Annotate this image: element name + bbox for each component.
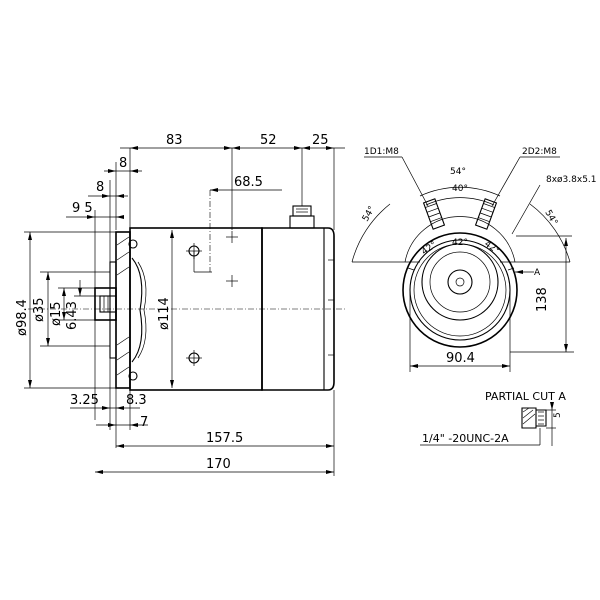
- terminal-2: [474, 198, 498, 230]
- mount-holes-label: 8xø3.8x5.1: [546, 175, 597, 185]
- partial-cut-title: PARTIAL CUT A: [485, 390, 566, 403]
- angle-40: 40°: [452, 184, 468, 194]
- dim-dia-98-4: ø98.4: [15, 299, 30, 336]
- dim-25: 25: [312, 133, 329, 148]
- shaft-end: [447, 269, 473, 295]
- dim-52: 52: [260, 133, 277, 148]
- angle-54-top: 54°: [450, 167, 466, 177]
- dim-7: 7: [140, 415, 148, 430]
- angle-42-a: 42°: [420, 240, 439, 257]
- dim-dia-15: ø15: [49, 302, 64, 327]
- end-view: 1D1:M8 2D2:M8 8xø3.8x5.1 54° 40° 54° 54°…: [351, 147, 597, 372]
- dim-8-3: 8.3: [126, 393, 147, 408]
- terminal-2-label: 2D2:M8: [522, 147, 557, 157]
- angle-54-left: 54°: [361, 205, 378, 224]
- end-cap: [261, 227, 335, 391]
- angle-42-b: 42°: [452, 238, 468, 248]
- section-marker-a: A: [534, 268, 541, 278]
- side-view: ø114 83 52 25 8 68.5 8: [15, 133, 345, 476]
- dim-9-5: 9 5: [72, 201, 93, 216]
- dim-68-5: 68.5: [234, 175, 263, 190]
- partial-cut-thread: 1/4" -20UNC-2A: [422, 432, 509, 445]
- dim-170: 170: [206, 457, 231, 472]
- dim-6-43: 6.43: [65, 301, 80, 330]
- output-shaft: [94, 287, 117, 321]
- angle-54-right: 54°: [542, 209, 559, 228]
- dim-8-top: 8: [119, 156, 127, 171]
- dim-3-25: 3.25: [70, 393, 99, 408]
- dim-dia-35: ø35: [32, 298, 47, 323]
- end-view-outer-circle: [402, 232, 518, 348]
- dim-dia-114: ø114: [157, 297, 172, 330]
- dim-157-5: 157.5: [206, 431, 243, 446]
- terminal-1-label: 1D1:M8: [364, 147, 399, 157]
- partial-cut-a: PARTIAL CUT A 5 1/4" -20UNC-2A: [420, 390, 566, 446]
- dim-8-left: 8: [96, 180, 104, 195]
- dim-138: 138: [535, 287, 550, 312]
- terminal-stud: [289, 196, 315, 229]
- terminal-1: [422, 198, 446, 230]
- housing-holes: [186, 190, 238, 366]
- dim-90-4: 90.4: [446, 351, 475, 366]
- dim-83: 83: [166, 133, 183, 148]
- partial-cut-dim-5: 5: [553, 412, 563, 418]
